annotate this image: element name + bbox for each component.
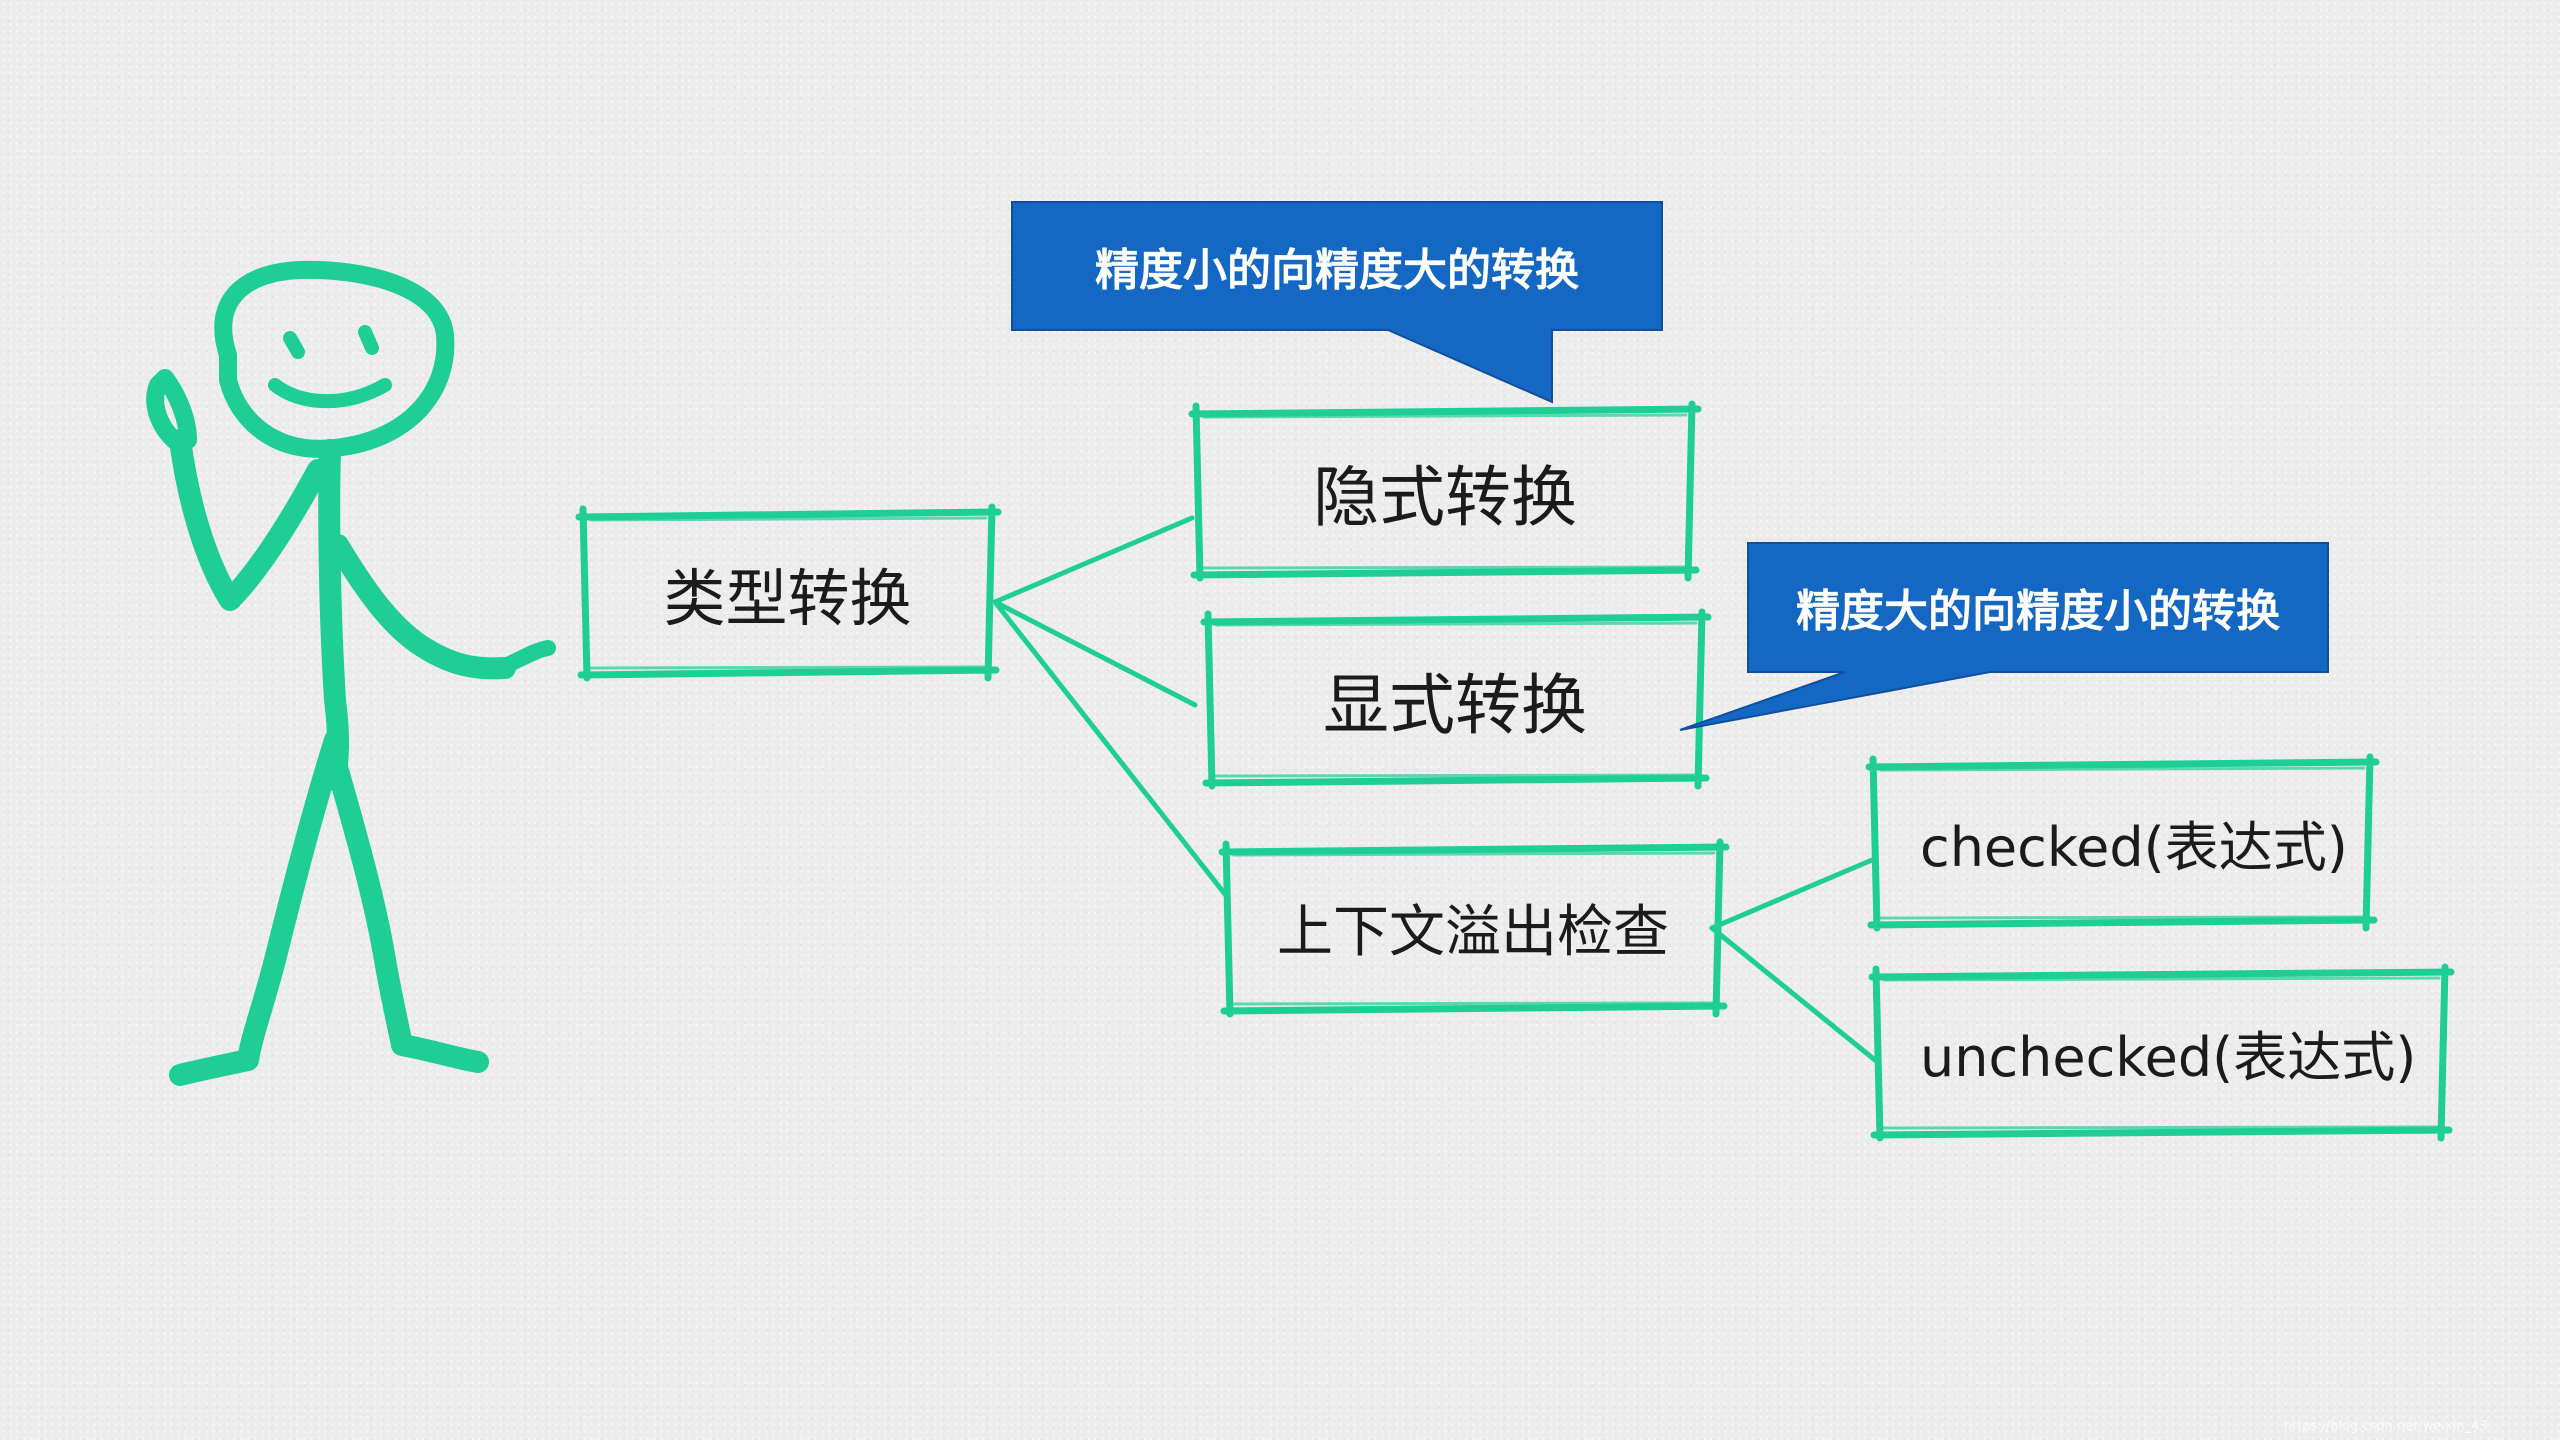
box-checked-expression-sketch	[1878, 766, 2366, 920]
callout-explicit-shape	[1679, 542, 2329, 731]
stick-figure-icon	[146, 260, 556, 1086]
figure-left-arm	[169, 429, 329, 611]
box-unchecked-expression-sketch	[1881, 976, 2441, 1130]
figure-left-eye	[283, 331, 305, 359]
node-type-conversion: 类型转换	[663, 561, 912, 635]
connector-overflow-unchecked	[1709, 925, 1878, 1063]
box-implicit-conversion	[1188, 400, 1702, 582]
callout-implicit-shape	[1011, 201, 1663, 404]
box-checked-expression	[1865, 753, 2380, 932]
figure-smile	[268, 378, 392, 409]
box-explicit-conversion	[1200, 608, 1712, 790]
box-overflow-check-sketch	[1231, 851, 1716, 1006]
figure-right-arm	[327, 534, 516, 680]
figure-right-eye	[358, 325, 379, 355]
watermark-url: https://blog.csdn.net/weixin_43...	[2283, 1419, 2500, 1434]
node-implicit-conversion: 隐式转换	[1313, 459, 1577, 536]
connector-root-explicit	[992, 599, 1198, 708]
box-explicit-conversion-sketch	[1213, 621, 1698, 778]
connector-root-implicit	[992, 515, 1195, 605]
node-unchecked-expression: unchecked(表达式)	[1920, 1026, 2417, 1089]
node-overflow-check: 上下文溢出检查	[1277, 900, 1669, 965]
figure-left-hand	[146, 369, 197, 454]
box-unchecked-expression	[1868, 963, 2455, 1142]
box-implicit-conversion-sketch	[1201, 413, 1688, 570]
figure-right-hand	[492, 640, 556, 676]
node-explicit-conversion: 显式转换	[1323, 667, 1587, 744]
figure-head	[214, 260, 455, 458]
box-type-conversion	[575, 503, 1002, 682]
figure-right-leg	[324, 749, 489, 1073]
callout-implicit-note: 精度小的向精度大的转换	[1095, 245, 1579, 296]
figure-left-leg	[169, 729, 346, 1086]
callout-explicit-note: 精度大的向精度小的转换	[1796, 586, 2280, 637]
box-overflow-check	[1218, 838, 1730, 1018]
box-type-conversion-sketch	[588, 516, 988, 670]
connector-root-overflow	[992, 599, 1231, 901]
connector-overflow-checked	[1709, 857, 1875, 931]
node-checked-expression: checked(表达式)	[1920, 816, 2348, 879]
